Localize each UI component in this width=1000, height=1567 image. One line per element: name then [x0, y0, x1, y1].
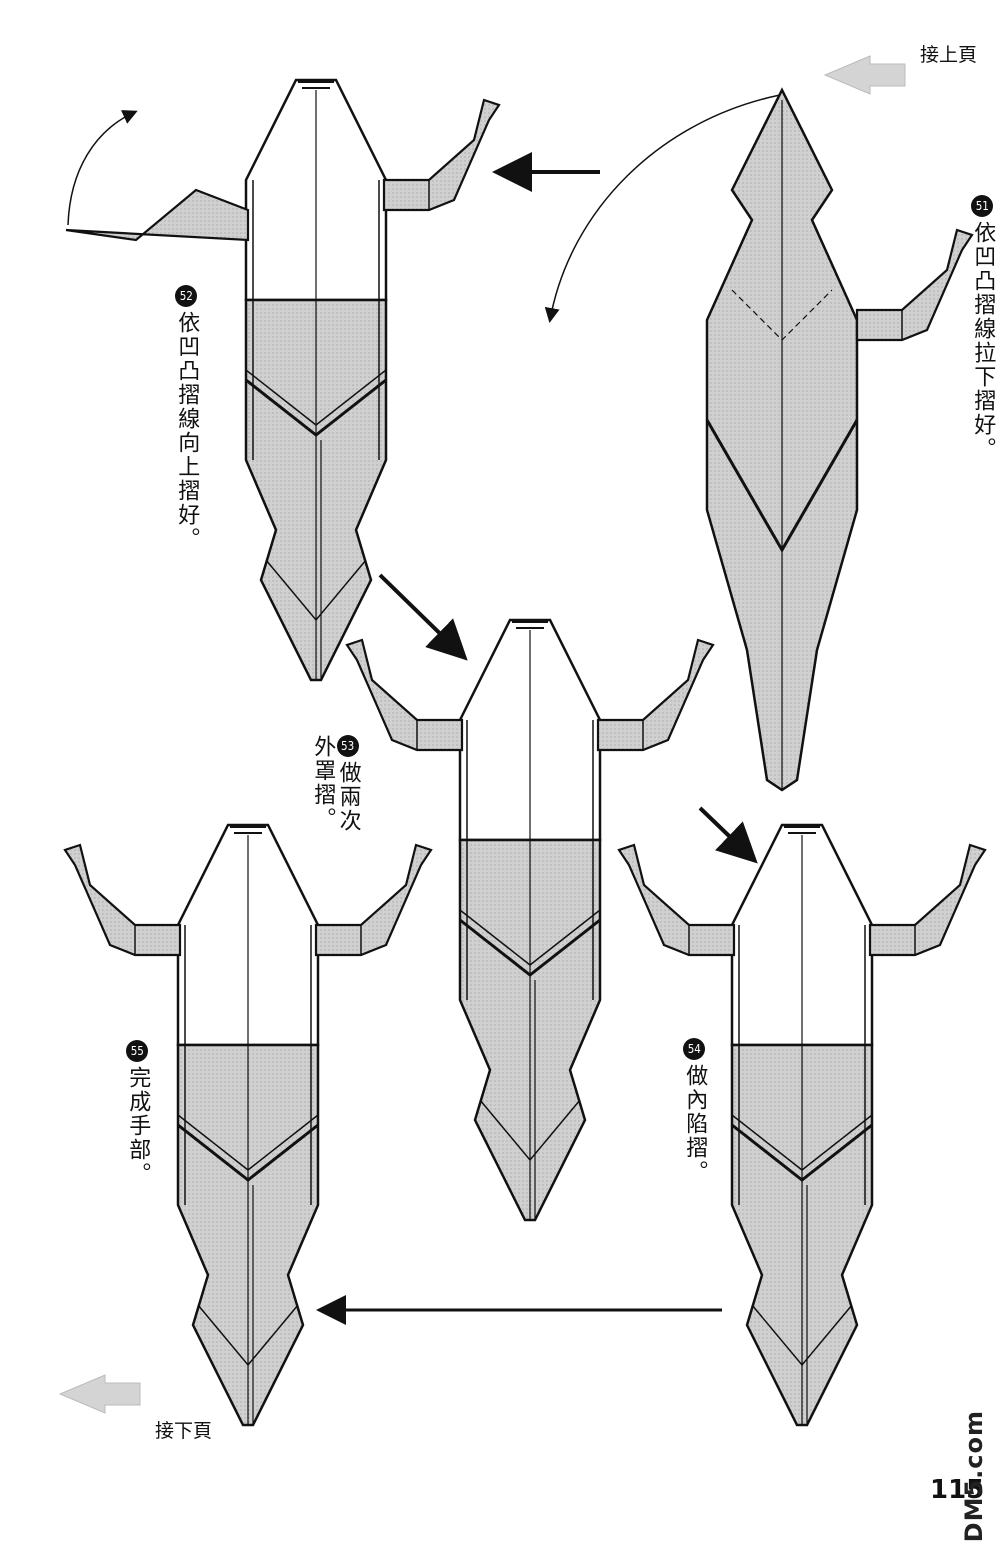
step-54-instruction: 54 做內陷摺。 — [682, 1038, 707, 1184]
figure-step-55 — [63, 823, 433, 1427]
step-52-instruction: 52 依凹凸摺線向上摺好。 — [174, 285, 199, 551]
step-55-instruction: 55 完成手部。 — [125, 1040, 150, 1186]
step-54-number: 54 — [683, 1038, 706, 1060]
step-53-number: 53 — [336, 735, 359, 757]
figure-step-52 — [65, 78, 501, 682]
step-52-number: 52 — [175, 285, 198, 307]
arrow-53-to-54 — [698, 806, 758, 864]
next-page-label: 接下頁 — [155, 1420, 213, 1442]
watermark: DM5.com — [960, 1410, 988, 1543]
step-51-text: 依凹凸摺線拉下摺好。 — [970, 221, 996, 461]
page-number: 115 — [930, 1475, 985, 1505]
step-55-text: 完成手部。 — [125, 1066, 151, 1186]
step-52-text: 依凹凸摺線向上摺好。 — [174, 311, 200, 551]
curved-arrow-51 — [544, 94, 781, 323]
prev-page-arrow — [823, 55, 906, 95]
curved-arrow-52 — [67, 110, 138, 226]
step-51-instruction: 51 依凹凸摺線拉下摺好。 — [970, 195, 995, 461]
arrow-52-to-53 — [378, 573, 468, 661]
step-53-text: 做兩次外罩摺。 — [310, 735, 361, 833]
step-54-text: 做內陷摺。 — [682, 1064, 708, 1184]
figure-step-54 — [617, 823, 987, 1427]
step-51-number: 51 — [971, 195, 994, 217]
next-page-arrow — [58, 1374, 141, 1414]
step-55-number: 55 — [126, 1040, 149, 1062]
prev-page-label: 接上頁 — [920, 44, 978, 66]
step-53-instruction: 53做兩次外罩摺。 — [310, 735, 361, 855]
figure-step-51 — [705, 87, 974, 792]
